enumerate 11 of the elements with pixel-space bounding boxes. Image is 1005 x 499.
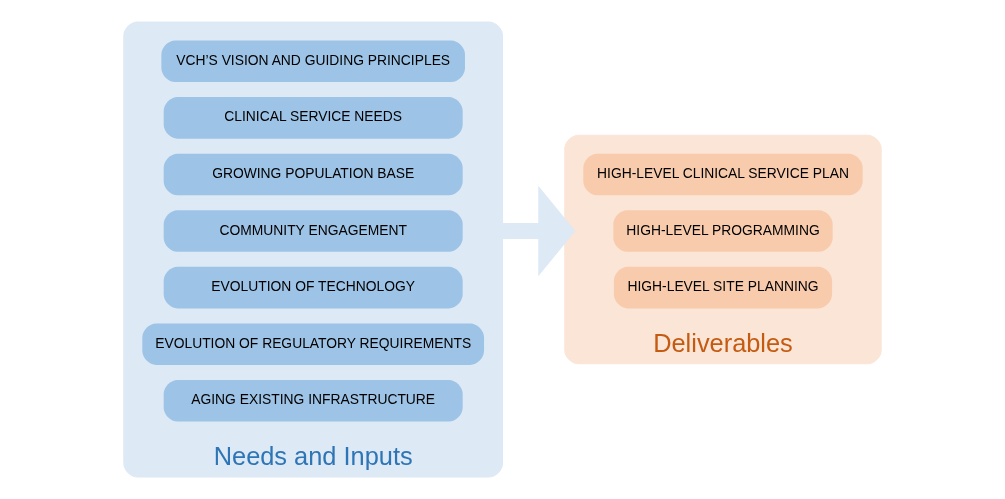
node-box: HIGH-LEVEL PROGRAMMING xyxy=(613,210,833,252)
node-box: GROWING POPULATION BASE xyxy=(163,153,463,196)
node-box: CLINICAL SERVICE NEEDS xyxy=(163,97,463,139)
node-box: COMMUNITY ENGAGEMENT xyxy=(163,210,463,252)
node-box: HIGH-LEVEL CLINICAL SERVICE PLAN xyxy=(583,153,863,196)
node-box: EVOLUTION OF TECHNOLOGY xyxy=(163,266,463,309)
node-box: EVOLUTION OF REGULATORY REQUIREMENTS xyxy=(142,323,485,365)
node-box: VCH’S VISION AND GUIDING PRINCIPLES xyxy=(161,40,465,83)
node-box: HIGH-LEVEL SITE PLANNING xyxy=(613,266,833,309)
node-box: AGING EXISTING INFRASTRUCTURE xyxy=(163,379,463,422)
arrow xyxy=(502,185,576,277)
